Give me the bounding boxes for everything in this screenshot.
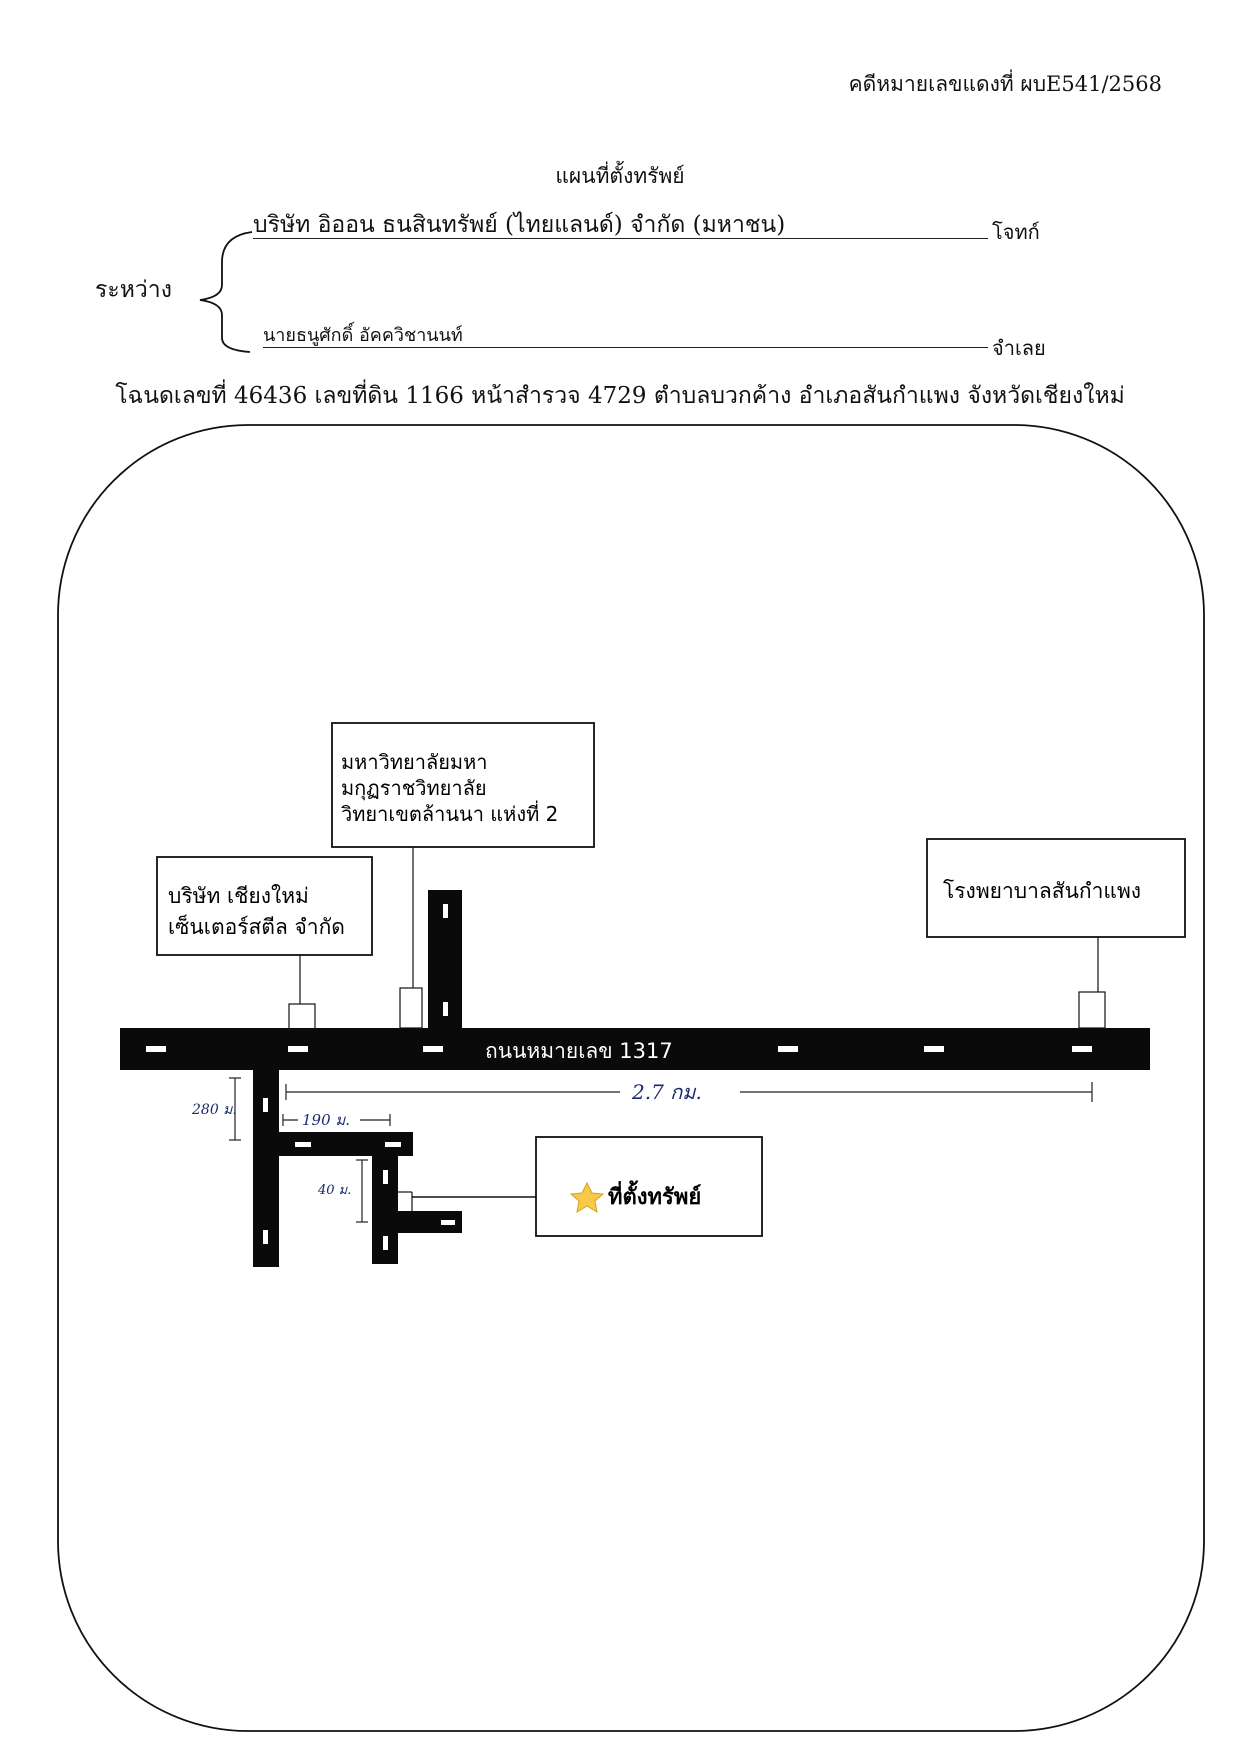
lane-road-right	[372, 1211, 462, 1233]
distance-lane: 40 ม.	[317, 1183, 351, 1198]
defendant-name: นายธนูศักดิ์ อัคควิชานนท์	[263, 325, 988, 348]
hospital-label: โรงพยาบาลสันกำแพง	[943, 879, 1141, 903]
company-marker	[288, 1003, 316, 1031]
distance-main: 2.7 กม.	[631, 1080, 702, 1104]
landmark-hospital: โรงพยาบาลสันกำแพง	[926, 838, 1186, 1029]
university-line-3: วิทยาเขตล้านนา แห่งที่ 2	[341, 800, 558, 826]
map-frame	[57, 424, 1205, 1732]
company-line-1: บริษัท เชียงใหม่	[168, 884, 309, 908]
road-label: ถนนหมายเลข 1317	[485, 1039, 673, 1063]
deed-info: โฉนดเลขที่ 46436 เลขที่ดิน 1166 หน้าสำรว…	[115, 383, 1125, 409]
between-label: ระหว่าง	[95, 277, 172, 303]
company-line-2: เซ็นเตอร์สตีล จำกัด	[168, 913, 345, 939]
distance-branch-right: 190 ม.	[302, 1111, 350, 1129]
brace-icon	[199, 231, 253, 353]
star-icon	[569, 1181, 605, 1213]
plaintiff-name: บริษัท อิออน ธนสินทรัพย์ (ไทยแลนด์) จำกั…	[253, 212, 988, 239]
case-number: คดีหมายเลขแดงที่ ผบE541/2568	[848, 72, 1162, 96]
defendant-role: จำเลย	[992, 336, 1046, 360]
document-title: แผนที่ตั้งทรัพย์	[555, 164, 685, 188]
plaintiff-role: โจทก์	[992, 220, 1040, 244]
lane-markings	[146, 904, 1092, 1250]
hospital-marker	[1078, 991, 1106, 1029]
distance-branch-down: 280 ม.	[191, 1102, 237, 1118]
property-location: ที่ตั้งทรัพย์	[398, 1136, 763, 1237]
university-marker	[399, 987, 423, 1029]
landmark-university: มหาวิทยาลัยมหา มกุฏราชวิทยาลัย วิทยาเขตล…	[331, 722, 595, 1029]
property-label: ที่ตั้งทรัพย์	[608, 1180, 701, 1210]
university-line-2: มกุฏราชวิทยาลัย	[341, 776, 487, 801]
landmark-company: บริษัท เชียงใหม่ เซ็นเตอร์สตีล จำกัด	[156, 856, 373, 1031]
university-line-1: มหาวิทยาลัยมหา	[341, 750, 488, 774]
